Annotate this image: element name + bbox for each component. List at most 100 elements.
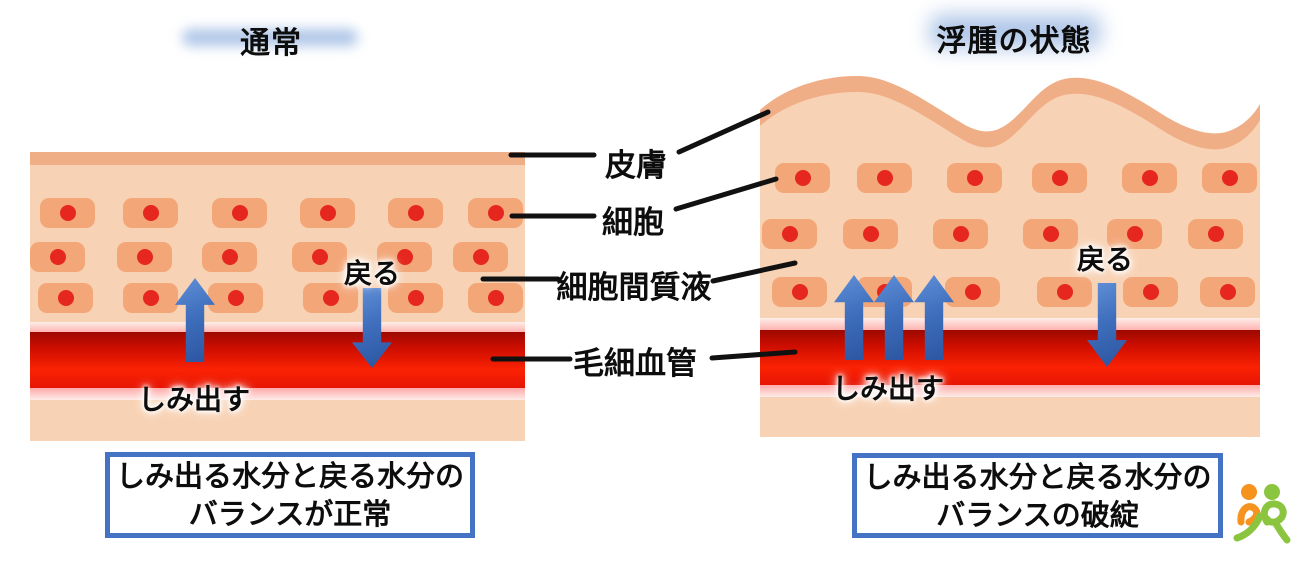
right-capillary-glow-bottom [760,385,1260,397]
skin-label: 皮膚 [605,148,667,184]
cell-nucleus [472,249,489,265]
cell [30,242,85,272]
cell [762,219,817,249]
right-capillary-vessel [760,330,1260,385]
cell-nucleus [876,170,893,186]
cell [208,283,263,313]
capillary-leader-right [709,349,798,361]
left-skin-surface [30,152,525,165]
left-title-highlight [182,29,358,46]
left-caption-box: しみ出る水分と戻る水分の バランスが正常 [105,452,475,538]
right-subcutaneous-band [760,397,1260,437]
left-seep-label: しみ出す [137,383,251,416]
cell [1023,219,1078,249]
cell [1188,219,1243,249]
left-subcutaneous-band [30,400,525,441]
interstitial-label: 細胞間質液 [556,270,712,306]
left-panel [30,152,525,441]
cell [933,219,988,249]
left-capillary-glow-bottom [30,388,525,400]
cell [202,242,257,272]
cell-nucleus [862,226,879,242]
capillary-label: 毛細血管 [573,346,697,382]
cell [303,283,358,313]
cell [1122,163,1177,193]
cell-nucleus [791,284,808,300]
cell-label: 細胞 [602,205,664,241]
cell [300,198,355,228]
cell [377,242,432,272]
right-return-label: 戻る [1076,243,1134,276]
cell-nucleus [136,249,153,265]
cell [38,283,93,313]
cell-nucleus [227,290,244,306]
cell [123,283,178,313]
cell-nucleus [322,290,339,306]
cell-nucleus [1051,170,1068,186]
cell-nucleus [1126,226,1143,242]
cell-nucleus [781,226,798,242]
cell-nucleus [221,249,238,265]
cell-nucleus [1141,170,1158,186]
cell-nucleus [407,290,424,306]
cell [1123,277,1178,307]
cell-nucleus [1221,170,1238,186]
cell-nucleus [59,205,76,221]
cell-nucleus [487,205,504,221]
cell-nucleus [1042,226,1059,242]
cell [1202,163,1257,193]
cell-nucleus [1207,226,1224,242]
right-caption-line1: しみ出る水分と戻る水分の [863,459,1212,494]
right-seep-label: しみ出す [831,372,945,405]
cell-nucleus [407,205,424,221]
interstitial-leader-right [710,260,798,284]
left-return-label: 戻る [343,257,401,290]
people-logo-icon [1233,484,1291,544]
cell [117,242,172,272]
cell [212,198,267,228]
cell-nucleus [1219,284,1236,300]
left-capillary-vessel [30,332,525,388]
cell [468,198,523,228]
cell-nucleus [1142,284,1159,300]
cell-nucleus [396,249,413,265]
right-caption-line2: バランスの破綻 [936,497,1139,532]
left-title: 通常 [240,26,302,61]
cell-nucleus [142,205,159,221]
cell-nucleus [57,290,74,306]
cell [947,163,1002,193]
left-caption-line2: バランスが正常 [188,497,392,531]
cell [453,242,508,272]
right-title: 浮腫の状態 [936,24,1092,59]
cell [1107,219,1162,249]
cell [945,277,1000,307]
cell-nucleus [1056,284,1073,300]
cell [857,163,912,193]
cell-nucleus [319,205,336,221]
cell [468,283,523,313]
cell [40,198,95,228]
cell-nucleus [231,205,248,221]
right-caption-box: しみ出る水分と戻る水分の バランスの破綻 [852,453,1223,538]
cell [388,198,443,228]
cell-nucleus [966,170,983,186]
cell [1037,277,1092,307]
cell [388,283,443,313]
left-capillary-glow-top [30,322,525,332]
cell-leader-right [673,176,779,212]
cell-nucleus [49,249,66,265]
cell-nucleus [794,170,811,186]
cell-nucleus [964,284,981,300]
left-panel-cells [30,152,525,441]
cell [775,163,830,193]
cell-nucleus [142,290,159,306]
cell [123,198,178,228]
cell [1032,163,1087,193]
cell-nucleus [952,226,969,242]
left-caption-line1: しみ出る水分と戻る水分の [115,459,464,493]
skin-leader-right [676,109,771,155]
cell [843,219,898,249]
cell [772,277,827,307]
